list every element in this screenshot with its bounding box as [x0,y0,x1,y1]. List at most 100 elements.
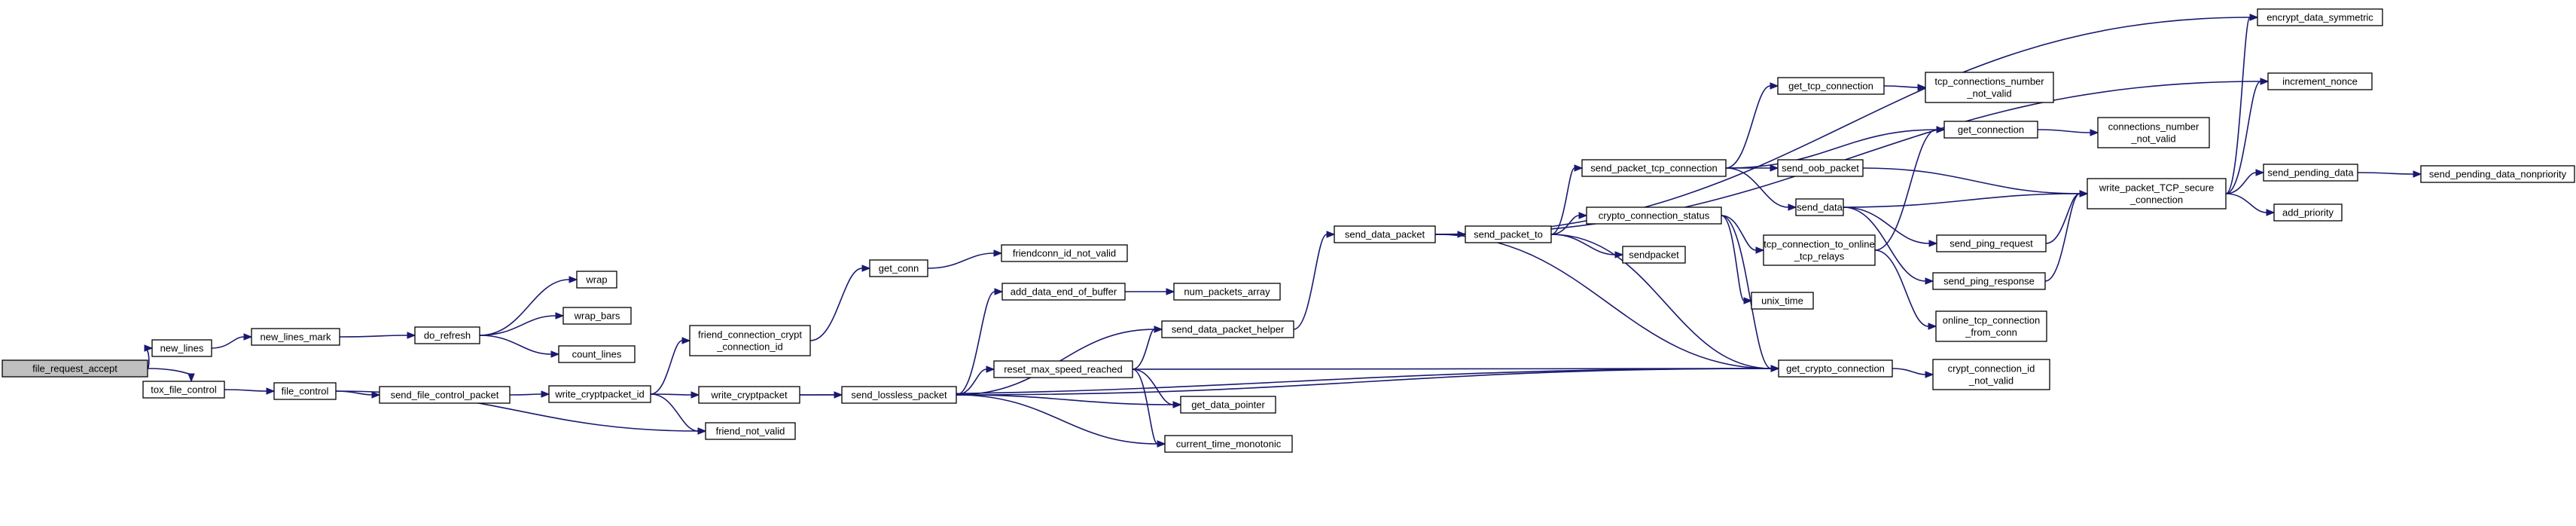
arrowhead-icon [1928,240,1938,247]
node-label: send_oob_packet [1782,163,1859,174]
node-encrypt-data-symmetric[interactable]: encrypt_data_symmetric [2257,8,2383,26]
node-label: reset_max_speed_reached [1004,364,1123,375]
edge-line [650,340,683,395]
node-add-priority[interactable]: add_priority [2273,203,2343,222]
node-label: write_cryptpacket_id [554,389,645,400]
node-unix-time[interactable]: unix_time [1751,292,1814,310]
node-get-tcp-connection[interactable]: get_tcp_connection [1777,77,1885,95]
node-do-refresh[interactable]: do_refresh [414,326,480,344]
edge-line [2225,17,2251,194]
node-label: unix_time [1761,295,1803,307]
node-send-lossless-packet[interactable]: send_lossless_packet [841,386,957,404]
node-send-pending-data-nonpriority[interactable]: send_pending_data_nonpriority [2420,165,2575,183]
node-tox-file-control[interactable]: tox_file_control [142,381,225,399]
node-reset-max-speed-reached[interactable]: reset_max_speed_reached [993,360,1133,378]
node-connections-number-not-valid[interactable]: connections_number_not_valid [2097,117,2210,148]
node-box [1161,320,1294,338]
node-send-ping-request[interactable]: send_ping_request [1936,234,2047,252]
node-box [1935,310,2047,342]
node-increment-nonce[interactable]: increment_nonce [2267,72,2373,90]
edge-line [2044,193,2081,282]
node-send-data[interactable]: send_data [1795,198,1844,216]
node-wrap[interactable]: wrap [576,271,617,289]
node-write-cryptpacket[interactable]: write_cryptpacket [698,386,800,404]
arrowhead-icon [1326,231,1336,238]
node-label: count_lines [572,349,622,360]
edge-line [956,291,995,396]
node-get-crypto-connection[interactable]: get_crypto_connection [1778,359,1893,378]
node-label: file_request_accept [32,363,117,375]
node-send-ping-response[interactable]: send_ping_response [1932,272,2046,290]
edge-line [1725,85,1771,169]
edge-line [509,393,542,396]
node-file-control[interactable]: file_control [273,382,337,400]
node-get-data-pointer[interactable]: get_data_pointer [1180,396,1276,414]
arrowhead-icon [2255,169,2265,176]
node-friendconn-id-not-valid[interactable]: friendconn_id_not_valid [1001,244,1128,262]
node-send-packet-to[interactable]: send_packet_to [1465,225,1552,243]
arrowhead-icon [2090,129,2099,136]
node-send-file-control-packet[interactable]: send_file_control_packet [379,386,511,404]
node-box [2257,8,2383,26]
node-box [993,360,1133,378]
edge-send-file-control-packet-to-write-cryptpacket-id [509,390,550,398]
node-crypto-connection-status[interactable]: crypto_connection_status [1586,206,1722,225]
node-box [1795,198,1844,216]
edge-send-lossless-packet-to-reset-max-speed-reached [956,365,995,396]
node-num-packets-array[interactable]: num_packets_array [1173,283,1281,301]
node-label: _connection_id [716,341,782,353]
node-label: current_time_monotonic [1176,439,1282,450]
node-box [1777,77,1885,95]
edge-line [211,336,245,349]
node-send-oob-packet[interactable]: send_oob_packet [1777,159,1864,177]
edge-line [809,268,863,341]
node-add-data-end-of-buffer[interactable]: add_data_end_of_buffer [1001,283,1126,301]
arrowhead-icon [1574,164,1584,172]
node-sendpacket[interactable]: sendpacket [1622,246,1686,264]
node-write-packet-tcp-secure-connection[interactable]: write_packet_TCP_secure_connection [2087,178,2227,209]
node-new-lines[interactable]: new_lines [151,339,212,357]
edge-line [1883,85,1919,88]
node-box [1763,234,1876,266]
node-new-lines-mark[interactable]: new_lines_mark [251,328,340,346]
arrowhead-icon [407,332,416,339]
node-get-conn[interactable]: get_conn [869,259,928,277]
edge-line [956,394,1158,445]
edge-send-lossless-packet-to-current-time-monotonic [956,394,1166,448]
node-send-data-packet-helper[interactable]: send_data_packet_helper [1161,320,1294,338]
node-write-cryptpacket-id[interactable]: write_cryptpacket_id [548,385,651,403]
node-tcp-connections-number-not-valid[interactable]: tcp_connections_number_not_valid [1925,72,2054,103]
arrowhead-icon [371,391,381,399]
edge-line [1434,81,2261,235]
node-send-pending-data[interactable]: send_pending_data [2263,164,2358,182]
node-crypt-connection-id-not-valid[interactable]: crypt_connection_id_not_valid [1932,359,2050,390]
node-friend-connection-crypt-connection-id[interactable]: friend_connection_crypt_connection_id [689,325,811,356]
edge-line [1843,206,1930,244]
node-label: wrap [585,274,607,286]
node-label: tox_file_control [151,384,217,396]
node-label: get_data_pointer [1191,399,1265,411]
edge-send-packet-tcp-connection-to-send-oob-packet [1725,164,1779,172]
node-count-lines[interactable]: count_lines [558,345,636,363]
edge-line [1874,249,1929,327]
arrowhead-icon [1770,365,1780,372]
node-tcp-connection-to-online-tcp-relays[interactable]: tcp_connection_to_online_tcp_relays [1763,234,1876,266]
node-friend-not-valid[interactable]: friend_not_valid [705,422,796,440]
node-send-data-packet[interactable]: send_data_packet [1334,225,1436,243]
node-label: send_ping_request [1950,238,2033,249]
edge-write-cryptpacket-id-to-friend-not-valid [650,393,707,435]
node-box [379,386,511,404]
node-online-tcp-connection-from-conn[interactable]: online_tcp_connection_from_conn [1935,310,2047,342]
node-wrap-bars[interactable]: wrap_bars [562,307,632,325]
node-box [1925,72,2054,103]
edge-add-data-end-of-buffer-to-num-packets-array [1124,288,1175,295]
node-label: get_connection [1958,124,2024,136]
node-box [558,345,636,363]
node-current-time-monotonic[interactable]: current_time_monotonic [1164,435,1293,453]
node-get-connection[interactable]: get_connection [1943,121,2038,139]
edge-send-oob-packet-to-write-packet-tcp-secure-connection [1862,167,2089,197]
edge-write-packet-tcp-secure-connection-to-add-priority [2225,193,2276,216]
node-file-request-accept[interactable]: file_request_accept [2,359,148,378]
node-send-packet-tcp-connection[interactable]: send_packet_tcp_connection [1581,159,1727,177]
node-box [2420,165,2575,183]
